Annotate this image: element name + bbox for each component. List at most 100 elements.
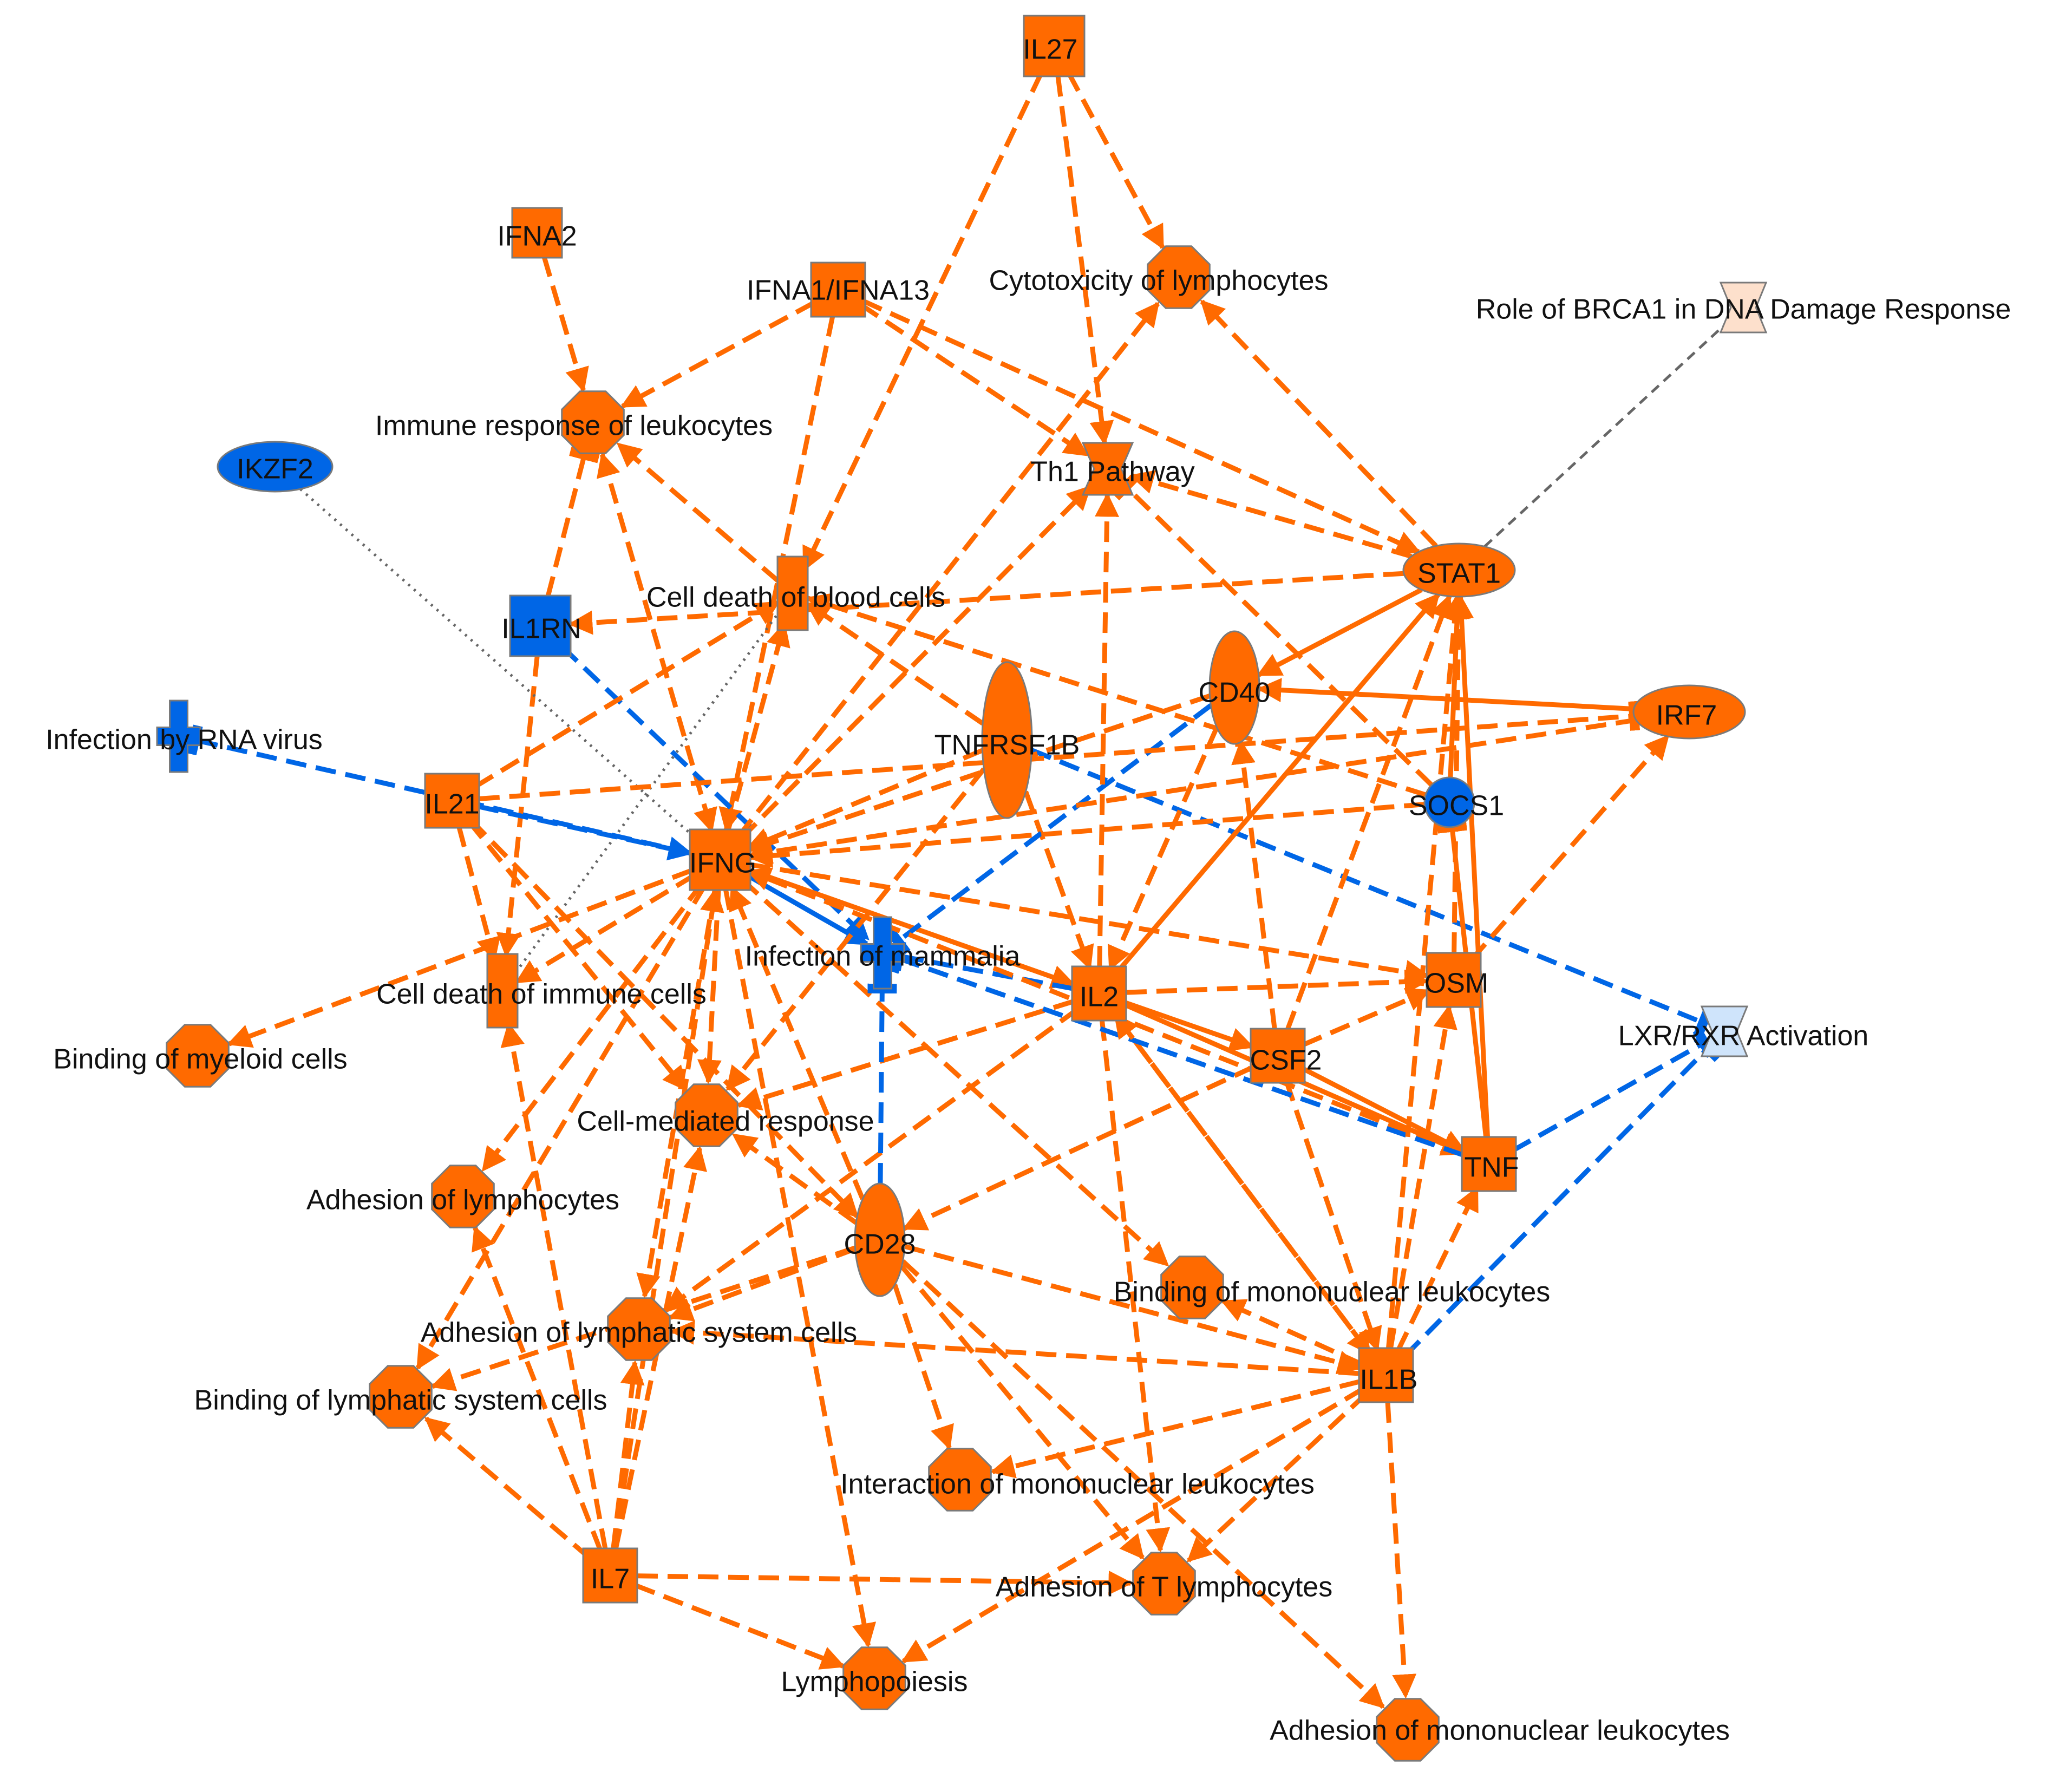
edge-il7-to-adl	[472, 1225, 603, 1552]
node-bmc[interactable]: Binding of myeloid cells	[53, 1024, 348, 1088]
edge-cd28-to-infm	[867, 983, 897, 1184]
node-infm[interactable]: Infection of mammalia	[745, 916, 1021, 990]
node-tnf[interactable]: TNF	[1461, 1136, 1519, 1192]
node-csf2[interactable]: CSF2	[1250, 1028, 1322, 1084]
node-ifna2[interactable]: IFNA2	[497, 207, 577, 259]
node-irf7[interactable]: IRF7	[1632, 684, 1746, 740]
edge-socs1-to-ifng	[748, 802, 1425, 868]
edge-ifng-to-il2	[748, 867, 1076, 989]
edge-ifna1-to-stat1	[861, 298, 1421, 554]
node-cdbc[interactable]: Cell death of blood cells	[646, 555, 945, 631]
node-brca1[interactable]: Role of BRCA1 in DNA Damage Response	[1476, 282, 2011, 334]
edge-il21-to-cdic	[456, 826, 501, 963]
node-lxr[interactable]: LXR/RXR Activation	[1618, 1005, 1868, 1057]
node-shape-irf7	[1632, 684, 1746, 740]
edge-cd40-to-infm	[885, 703, 1213, 956]
node-il7[interactable]: IL7	[582, 1547, 638, 1604]
node-osm[interactable]: OSM	[1424, 952, 1488, 1008]
node-shape-ikzf2	[217, 441, 334, 493]
edge-il27-to-cyto	[1066, 71, 1165, 250]
node-cdic[interactable]: Cell death of immune cells	[376, 953, 707, 1029]
node-cyto[interactable]: Cytotoxicity of lymphocytes	[989, 245, 1329, 309]
node-lymph[interactable]: Lymphopoiesis	[781, 1646, 968, 1710]
edge-csf2-to-cd40	[1231, 740, 1277, 1029]
edge-il2-to-stat1	[1114, 592, 1440, 975]
edge-il27-to-cdbc	[802, 72, 1043, 572]
edge-il1b-to-imlk	[990, 1379, 1361, 1479]
edge-il7-to-lymph	[634, 1583, 846, 1670]
edge-ikzf2-to-ifng	[299, 488, 698, 841]
node-infrna[interactable]: Infection by RNA virus	[45, 699, 323, 773]
edge-immr-to-ifng	[597, 452, 717, 833]
node-adl[interactable]: Adhesion of lymphocytes	[306, 1165, 619, 1228]
node-th1[interactable]: Th1 Pathway	[1030, 442, 1195, 496]
node-stat1[interactable]: STAT1	[1402, 542, 1516, 598]
edge-il2-to-atl	[1099, 1020, 1171, 1553]
node-ifna1[interactable]: IFNA1/IFNA13	[747, 261, 930, 318]
edge-il21-to-irf7	[479, 701, 1640, 801]
edge-cd28-to-atl	[900, 1265, 1145, 1560]
edge-il1b-to-atl	[1186, 1391, 1368, 1562]
edge-ifng-to-cdbc	[725, 622, 790, 832]
edge-il21-to-ifng	[478, 804, 693, 861]
node-atl[interactable]: Adhesion of T lymphocytes	[996, 1552, 1332, 1616]
node-il1rn[interactable]: IL1RN	[501, 594, 581, 657]
node-cd28[interactable]: CD28	[844, 1182, 916, 1297]
node-il2[interactable]: IL2	[1071, 965, 1127, 1022]
node-shape-cyto	[1147, 245, 1211, 309]
node-socs1[interactable]: SOCS1	[1409, 776, 1504, 828]
node-als[interactable]: Adhesion of lymphatic system cells	[421, 1297, 857, 1361]
edge-il21-to-cd28	[469, 818, 859, 1219]
node-bls[interactable]: Binding of lymphatic system cells	[194, 1365, 607, 1429]
node-label-lxr: LXR/RXR Activation	[1618, 1021, 1868, 1052]
node-label-csf2: CSF2	[1250, 1045, 1322, 1076]
node-label-infm: Infection of mammalia	[745, 941, 1021, 972]
node-shape-il21	[424, 773, 480, 829]
node-tnfrsf1b[interactable]: TNFRSF1B	[934, 661, 1080, 819]
node-shape-cdic	[486, 953, 519, 1029]
node-ikzf2[interactable]: IKZF2	[217, 441, 334, 493]
edge-ifng-to-infm	[745, 872, 869, 946]
node-label-cd28: CD28	[844, 1229, 916, 1260]
node-shape-lxr	[1700, 1005, 1749, 1057]
node-label-cdbc: Cell death of blood cells	[646, 582, 945, 613]
edge-cd28-to-aml	[901, 1259, 1385, 1709]
edge-stat1-to-il1rn	[568, 571, 1404, 635]
edge-tnfrsf1b-to-cdbc	[805, 601, 984, 725]
node-label-irf7: IRF7	[1656, 700, 1717, 731]
node-aml[interactable]: Adhesion of mononuclear leukocytes	[1270, 1698, 1730, 1762]
edge-socs1-to-stat1	[1444, 594, 1469, 778]
node-label-stat1: STAT1	[1417, 558, 1501, 590]
edge-layer	[187, 71, 1727, 1709]
edge-stat1-to-brca1	[1483, 322, 1727, 548]
edge-csf2-to-il1b	[1284, 1080, 1382, 1352]
node-il21[interactable]: IL21	[424, 773, 480, 829]
node-il1b[interactable]: IL1B	[1358, 1347, 1417, 1403]
node-shape-atl	[1132, 1552, 1196, 1616]
node-label-atl: Adhesion of T lymphocytes	[996, 1572, 1332, 1603]
node-immr[interactable]: Immune response of leukocytes	[375, 390, 773, 454]
edge-ifng-to-bml	[741, 878, 1169, 1267]
edge-socs1-to-cdbc	[805, 593, 1427, 797]
node-bml[interactable]: Binding of mononuclear leukocytes	[1114, 1256, 1550, 1319]
node-shape-il7	[582, 1547, 638, 1604]
node-imlk[interactable]: Interaction of mononuclear leukocytes	[840, 1448, 1315, 1512]
node-cmr[interactable]: Cell-mediated response	[577, 1083, 874, 1147]
edge-il7-to-bls	[424, 1416, 591, 1560]
edge-csf2-to-cd28	[901, 1064, 1254, 1231]
node-il27[interactable]: IL27	[1023, 15, 1086, 77]
node-shape-tnfrsf1b	[981, 661, 1033, 819]
node-cd40[interactable]: CD40	[1199, 630, 1271, 745]
edge-il1b-to-aml	[1385, 1402, 1417, 1699]
edge-il1b-to-lxr	[1403, 1034, 1722, 1358]
node-shape-cd40	[1208, 630, 1260, 745]
node-label-socs1: SOCS1	[1409, 790, 1504, 822]
node-shape-als	[607, 1297, 671, 1361]
edge-cdbc-to-immr	[616, 442, 780, 583]
edge-cd28-to-ifng	[729, 885, 865, 1200]
node-label-adl: Adhesion of lymphocytes	[306, 1185, 619, 1216]
edge-cd28-to-imlk	[892, 1284, 954, 1450]
edge-ifng-to-bls	[415, 884, 707, 1370]
edge-osm-to-irf7	[1469, 734, 1670, 962]
node-ifng[interactable]: IFNG	[689, 828, 756, 891]
